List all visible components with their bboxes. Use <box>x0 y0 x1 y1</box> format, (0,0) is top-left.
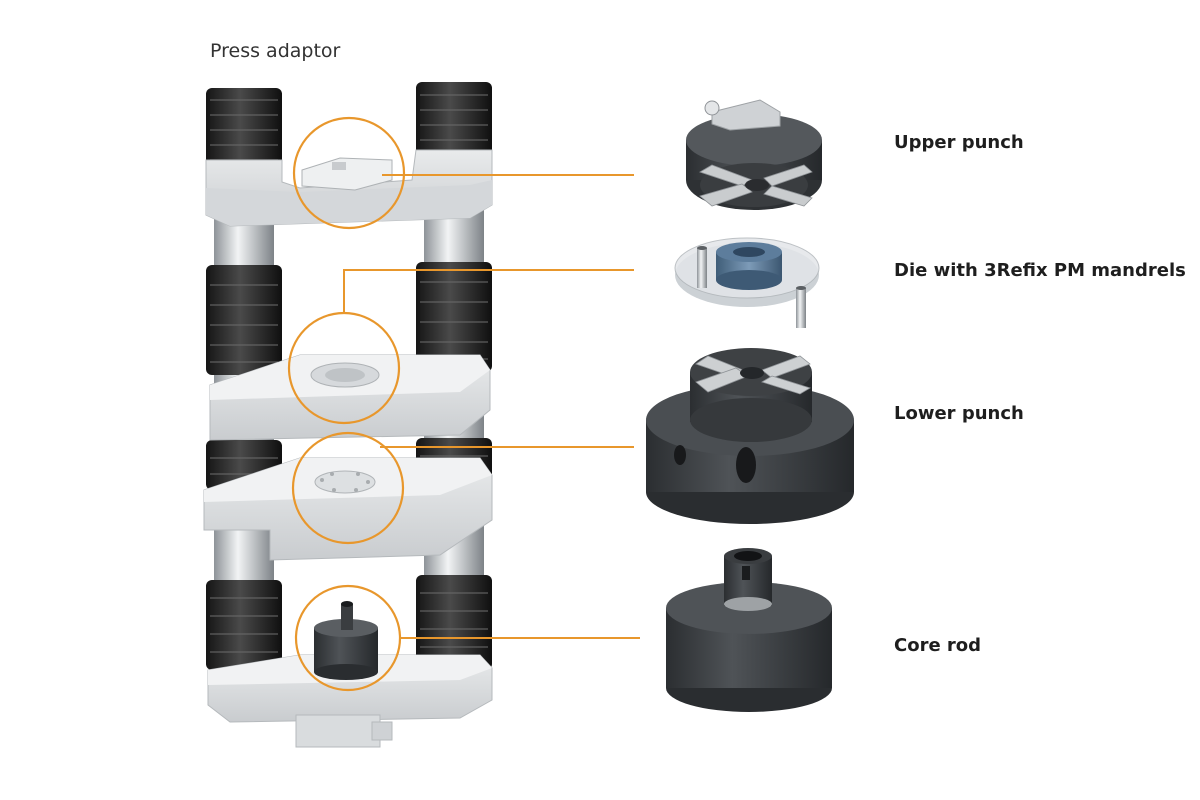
press-adaptor-assembly <box>203 82 493 748</box>
lower-punch-part <box>646 348 854 524</box>
callout-core-rod <box>294 584 640 692</box>
lower-punch-plate <box>203 457 493 561</box>
label-die: Die with 3Refix PM mandrels <box>894 260 1186 281</box>
bellow-left-mid <box>206 265 282 375</box>
die-part <box>674 237 820 328</box>
bellow-right-bottom <box>416 575 492 670</box>
core-rod-part <box>666 548 832 712</box>
label-core-rod: Core rod <box>894 635 982 656</box>
callout-upper-punch <box>292 116 634 230</box>
top-adapter-block <box>301 157 393 191</box>
label-upper-punch: Upper punch <box>894 132 1024 153</box>
diagram-title: Press adaptor <box>210 40 341 62</box>
label-lower-punch: Lower punch <box>894 403 1024 424</box>
callout-die <box>287 269 634 425</box>
core-rod-part-left <box>314 601 378 680</box>
die-plate <box>209 354 491 441</box>
upper-punch-part <box>686 99 822 210</box>
callout-lower-punch <box>291 431 634 545</box>
bellow-left-bottom <box>206 580 282 670</box>
